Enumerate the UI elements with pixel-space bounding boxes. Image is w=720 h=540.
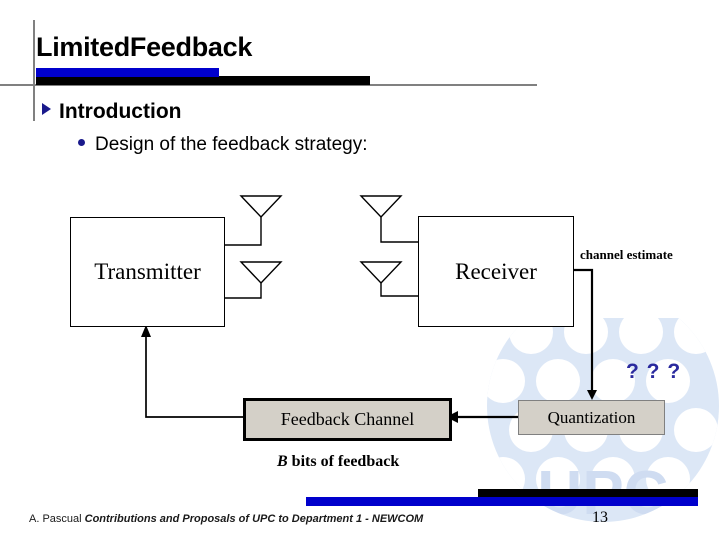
block-transmitter[interactable]: Transmitter [70,217,225,327]
block-quantization[interactable]: Quantization [518,400,665,435]
footer-text: A. Pascual Contributions and Proposals o… [29,513,423,525]
triangle-right-icon [42,103,51,115]
bullet-dot-icon [78,139,85,146]
arrowhead-left-to-feedback [446,411,458,423]
arrowhead-down-to-quantization [587,390,597,400]
block-receiver[interactable]: Receiver [418,216,574,327]
label-b-symbol: B [277,453,288,470]
arrowhead-up-to-transmitter [141,325,151,337]
label-question-marks: ? ? ? [626,360,682,383]
header-vertical-rule [33,20,35,121]
bullet-level1-label: Introduction [59,100,182,123]
page-title: LimitedFeedback [36,32,253,62]
antenna-icon-group [239,195,403,285]
block-feedback-channel[interactable]: Feedback Channel [243,398,452,441]
title-underline-blue [36,68,219,77]
label-b-bits-rest: bits of feedback [287,453,400,470]
bullet-level1-introduction: Introduction [42,100,181,124]
footer-bar-blue [306,497,698,506]
title-underline-black [36,76,370,85]
footer-document-title: Contributions and Proposals of UPC to De… [84,513,424,525]
page-number: 13 [592,509,608,526]
label-b-bits-of-feedback: B bits of feedback [277,453,399,471]
bullet-level2-design: Design of the feedback strategy: [78,134,368,156]
label-channel-estimate: channel estimate [580,247,673,262]
footer-author: A. Pascual [29,513,85,525]
bullet-level2-label: Design of the feedback strategy: [95,134,368,155]
header-horizontal-rule [0,84,537,86]
